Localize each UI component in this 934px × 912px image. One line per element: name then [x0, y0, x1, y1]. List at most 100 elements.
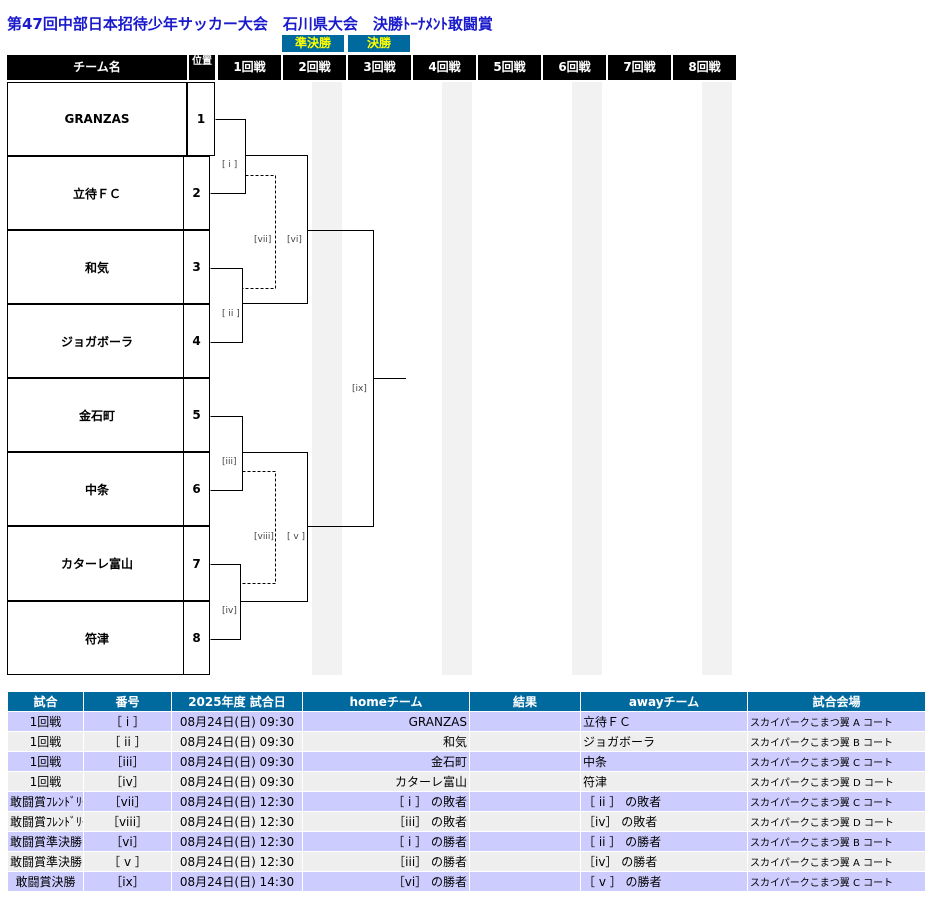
team-cell: 金石町	[7, 378, 187, 452]
home-cell: ［ i ］ の敗者	[302, 791, 470, 812]
result-cell	[469, 731, 581, 752]
away-cell: ［ ii ］ の勝者	[580, 831, 748, 852]
team-name-header: チーム名	[7, 55, 187, 80]
table-row: 1回戦 ［ ii ］ 08月24日(日) 09:30 和気 ジョガボーラ スカイ…	[7, 731, 926, 752]
team-cell: ジョガボーラ	[7, 304, 187, 378]
venue-cell: スカイパークこまつ翼 C コート	[747, 751, 926, 772]
venue-cell: スカイパークこまつ翼 A コート	[747, 711, 926, 732]
header-result: 結果	[469, 691, 581, 712]
home-cell: GRANZAS	[302, 711, 470, 732]
bracket-line	[240, 452, 308, 602]
table-row: 1回戦 ［iv］ 08月24日(日) 09:30 カターレ富山 符津 スカイパー…	[7, 771, 926, 792]
table-row: 敢闘賞決勝 ［ix］ 08月24日(日) 14:30 ［vi］ の勝者 ［ v …	[7, 871, 926, 892]
position-cell: 4	[183, 304, 210, 378]
away-cell: 中条	[580, 751, 748, 772]
match-cell: 敢闘賞準決勝	[7, 851, 84, 872]
result-cell	[469, 751, 581, 772]
position-cell: 5	[183, 378, 210, 452]
bracket-dashed-line	[242, 175, 276, 289]
date-cell: 08月24日(日) 09:30	[171, 711, 303, 732]
match-label-vi: [vi]	[287, 235, 302, 245]
home-cell: 和気	[302, 731, 470, 752]
header-away: awayチーム	[580, 691, 748, 712]
column-stripe	[442, 82, 472, 675]
header-number: 番号	[83, 691, 172, 712]
position-cell: 1	[187, 82, 215, 156]
result-cell	[469, 711, 581, 732]
bracket-lines	[210, 119, 406, 640]
table-row: 1回戦 ［ i ］ 08月24日(日) 09:30 GRANZAS 立待ＦＣ ス…	[7, 711, 926, 732]
position-cell: 8	[183, 601, 210, 675]
date-cell: 08月24日(日) 09:30	[171, 771, 303, 792]
match-label-ix: [ix]	[352, 384, 367, 394]
round-header-4: 4回戦	[413, 55, 476, 80]
match-cell: 敢闘賞ﾌﾚﾝﾄﾞﾘｰ	[7, 811, 84, 832]
position-cell: 2	[183, 156, 210, 230]
date-cell: 08月24日(日) 12:30	[171, 811, 303, 832]
round-header-7: 7回戦	[608, 55, 671, 80]
match-cell: 敢闘賞ﾌﾚﾝﾄﾞﾘｰ	[7, 791, 84, 812]
bracket-line	[307, 230, 374, 527]
bracket-line	[210, 268, 243, 343]
match-cell: 敢闘賞準決勝	[7, 831, 84, 852]
column-stripe	[572, 82, 602, 675]
date-cell: 08月24日(日) 12:30	[171, 851, 303, 872]
number-cell: ［ v ］	[83, 851, 172, 872]
result-cell	[469, 811, 581, 832]
table-row: 敢闘賞準決勝 ［vi］ 08月24日(日) 12:30 ［ i ］ の勝者 ［ …	[7, 831, 926, 852]
team-cell: 中条	[7, 452, 187, 526]
venue-cell: スカイパークこまつ翼 C コート	[747, 791, 926, 812]
away-cell: ［ ii ］ の敗者	[580, 791, 748, 812]
result-cell	[469, 831, 581, 852]
number-cell: ［iii］	[83, 751, 172, 772]
date-cell: 08月24日(日) 12:30	[171, 791, 303, 812]
team-cell: 立待ＦＣ	[7, 156, 187, 230]
number-cell: ［ix］	[83, 871, 172, 892]
schedule-header-row: 試合 番号 2025年度 試合日 homeチーム 結果 awayチーム 試合会場	[7, 691, 926, 712]
round-header-3: 3回戦	[348, 55, 411, 80]
away-cell: ［iv］ の敗者	[580, 811, 748, 832]
away-cell: ジョガボーラ	[580, 731, 748, 752]
result-cell	[469, 871, 581, 892]
round-header-1: 1回戦	[218, 55, 281, 80]
team-cell: カターレ富山	[7, 526, 187, 601]
number-cell: ［vii］	[83, 791, 172, 812]
position-cell: 3	[183, 230, 210, 304]
round-header-6: 6回戦	[543, 55, 606, 80]
number-cell: ［ i ］	[83, 711, 172, 732]
date-cell: 08月24日(日) 09:30	[171, 751, 303, 772]
match-cell: 1回戦	[7, 711, 84, 732]
header-date: 2025年度 試合日	[171, 691, 303, 712]
match-cell: 1回戦	[7, 771, 84, 792]
home-cell: カターレ富山	[302, 771, 470, 792]
team-cell: 符津	[7, 601, 187, 675]
position-cell: 7	[183, 526, 210, 601]
number-cell: ［iv］	[83, 771, 172, 792]
venue-cell: スカイパークこまつ翼 C コート	[747, 871, 926, 892]
number-cell: ［ ii ］	[83, 731, 172, 752]
home-cell: ［iii］ の敗者	[302, 811, 470, 832]
away-cell: ［ v ］ の勝者	[580, 871, 748, 892]
result-cell	[469, 791, 581, 812]
header-home: homeチーム	[302, 691, 470, 712]
header-venue: 試合会場	[747, 691, 926, 712]
page-title: 第47回中部日本招待少年サッカー大会 石川県大会 決勝ﾄｰﾅﾒﾝﾄ敢闘賞	[7, 15, 493, 33]
venue-cell: スカイパークこまつ翼 A コート	[747, 851, 926, 872]
away-cell: 符津	[580, 771, 748, 792]
match-cell: 1回戦	[7, 751, 84, 772]
team-cell: 和気	[7, 230, 187, 304]
match-label-iii: [iii]	[222, 457, 237, 467]
bracket-line	[210, 416, 243, 491]
schedule-table: 試合 番号 2025年度 試合日 homeチーム 結果 awayチーム 試合会場…	[7, 691, 926, 892]
semifinal-badge: 準決勝	[282, 35, 344, 52]
position-header: 位置	[189, 55, 215, 80]
number-cell: ［viii］	[83, 811, 172, 832]
match-label-ii: [ ii ]	[222, 309, 240, 319]
round-header-2: 2回戦	[283, 55, 346, 80]
match-cell: 1回戦	[7, 731, 84, 752]
bracket-line	[210, 564, 241, 640]
table-row: 敢闘賞準決勝 ［ v ］ 08月24日(日) 12:30 ［iii］ の勝者 ［…	[7, 851, 926, 872]
team-cell: GRANZAS	[7, 82, 187, 156]
position-cell: 6	[183, 452, 210, 526]
column-stripe	[702, 82, 732, 675]
